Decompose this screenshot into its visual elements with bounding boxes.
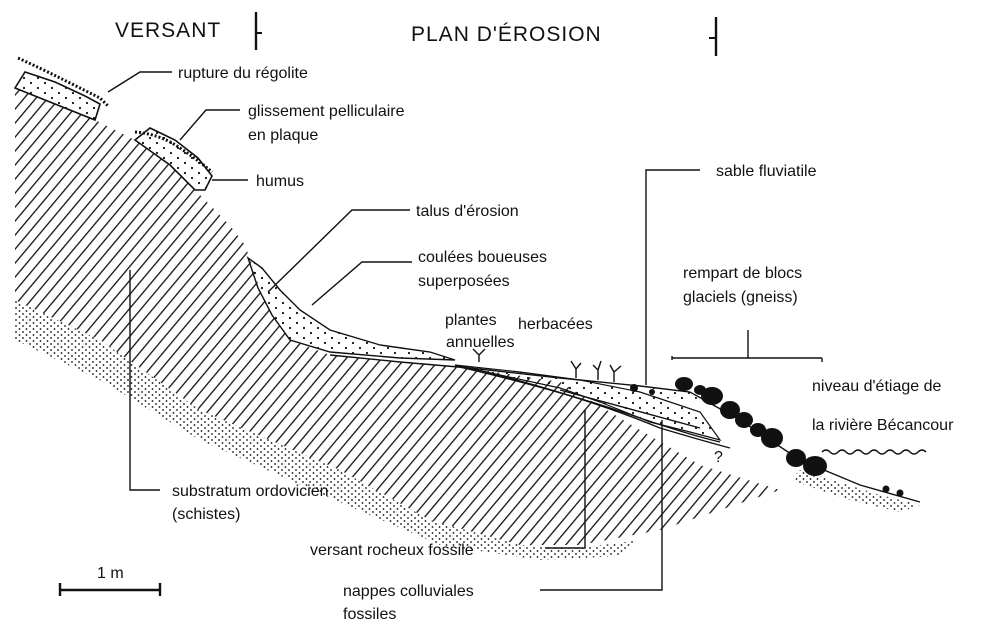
label-rupture: rupture du régolite [178, 65, 308, 82]
label-plantes-3: annuelles [446, 334, 515, 351]
label-question-mark: ? [714, 449, 723, 466]
label-plantes-1: plantes [445, 312, 497, 329]
header-versant: VERSANT [115, 19, 221, 42]
water-level-line [822, 450, 926, 454]
label-niveau-1: niveau d'étiage de [812, 378, 941, 395]
label-coulees-1: coulées boueuses [418, 249, 547, 266]
scale-label: 1 m [97, 565, 124, 582]
label-rempart-2: glaciels (gneiss) [683, 289, 798, 306]
leader-coulees [312, 262, 412, 305]
leader-rupture [108, 72, 172, 92]
leader-talus [268, 210, 410, 292]
label-plantes-2: herbacées [518, 316, 593, 333]
label-glissement-1: glissement pelliculaire [248, 103, 405, 120]
label-substratum-2: (schistes) [172, 506, 240, 523]
label-versant-fossile: versant rocheux fossile [310, 542, 474, 559]
scale-bar [60, 583, 160, 596]
label-glissement-2: en plaque [248, 127, 318, 144]
label-substratum-1: substratum ordovicien [172, 483, 329, 500]
leader-glissement [180, 110, 240, 140]
label-niveau-2: la rivière Bécancour [812, 417, 954, 434]
leader-rempart [672, 330, 822, 362]
label-nappes-1: nappes colluviales [343, 583, 474, 600]
label-coulees-2: superposées [418, 273, 510, 290]
label-nappes-2: fossiles [343, 606, 396, 623]
label-sable: sable fluviatile [716, 163, 817, 180]
header-plan-erosion: PLAN D'ÉROSION [411, 23, 602, 46]
label-rempart-1: rempart de blocs [683, 265, 802, 282]
label-humus: humus [256, 173, 304, 190]
label-talus: talus d'érosion [416, 203, 519, 220]
